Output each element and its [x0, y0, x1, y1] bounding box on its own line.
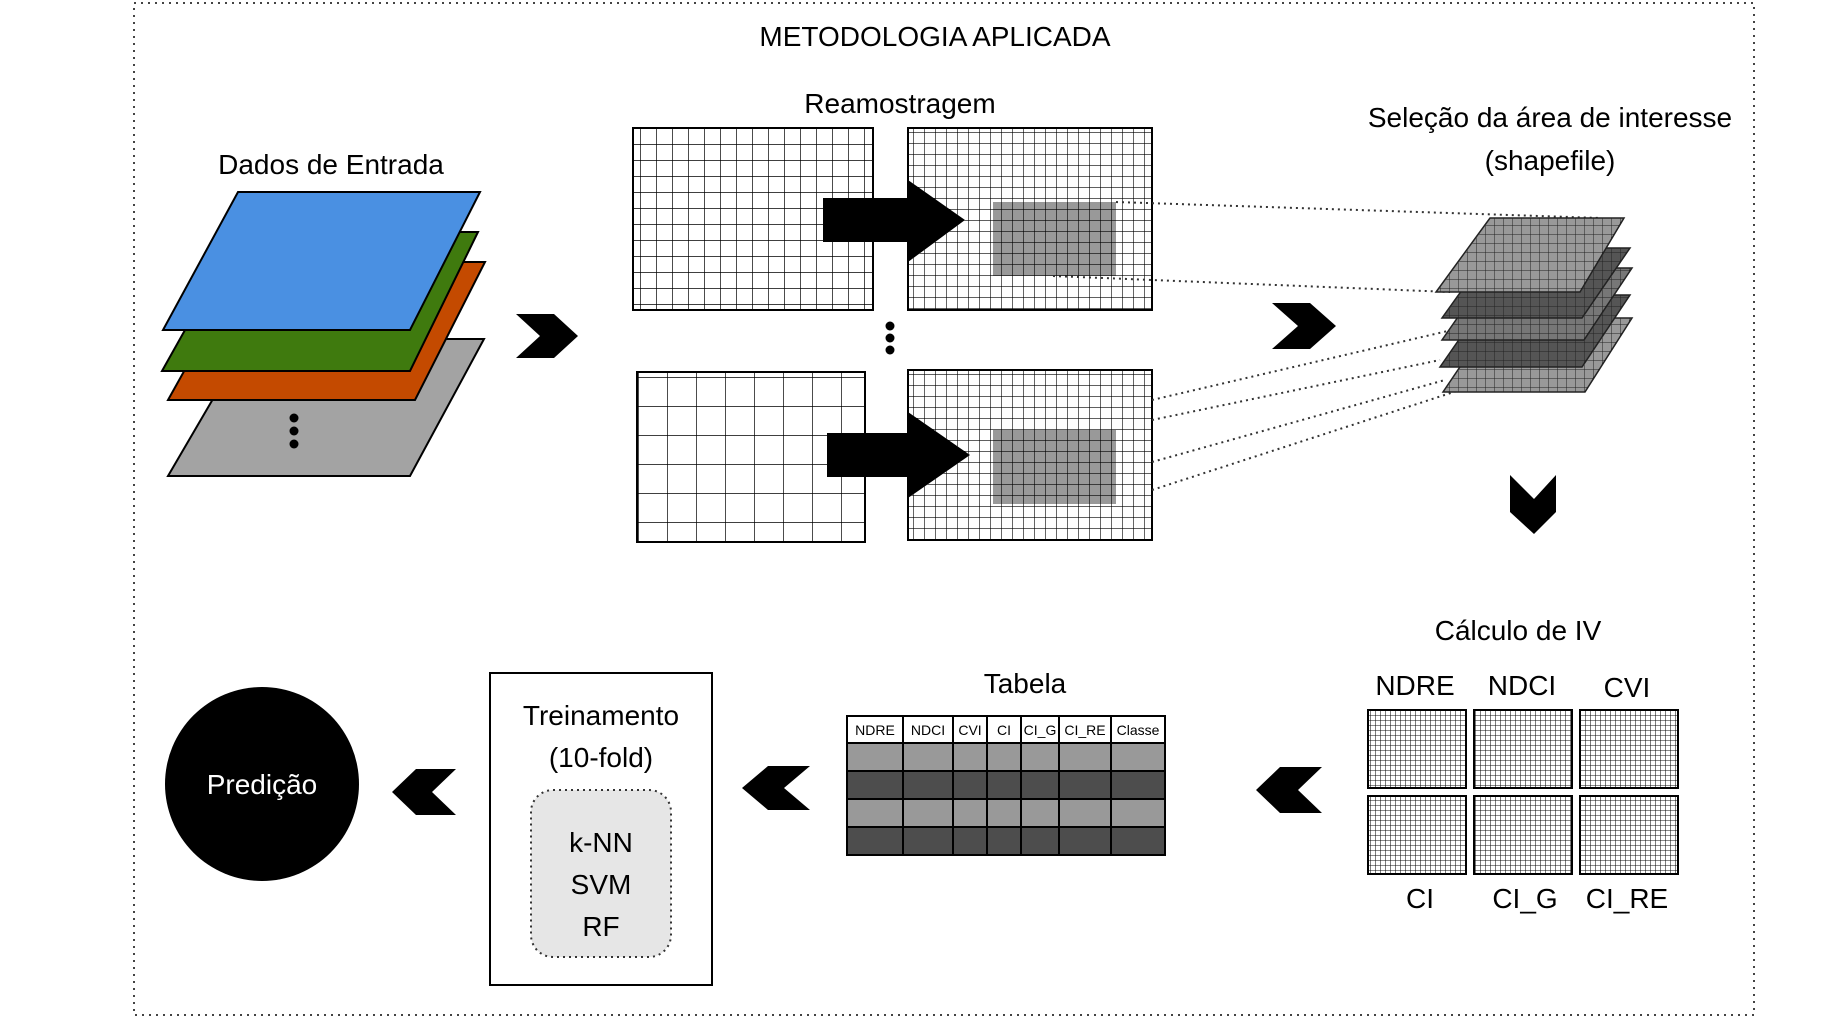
table-cell — [1110, 826, 1166, 856]
vi-index-cvi: CVI — [1604, 672, 1651, 703]
resampling-label: Reamostragem — [804, 88, 995, 119]
vi-index-ci-g: CI_G — [1492, 883, 1557, 914]
table-header-label: NDRE — [855, 722, 895, 738]
vi-index-ci-re: CI_RE — [1586, 883, 1668, 914]
chevron-right-icon — [1272, 303, 1336, 349]
vi-grids — [1367, 709, 1679, 875]
table-cell — [902, 798, 954, 828]
vertical-ellipsis-icon — [885, 321, 895, 355]
block-arrow-right-icon — [823, 180, 965, 262]
table-cell — [902, 770, 954, 800]
table-header-cell — [1020, 715, 1060, 744]
table-cell — [1110, 770, 1166, 800]
table-header-cell — [1110, 715, 1166, 744]
grid-bottom-resampled — [907, 369, 1153, 541]
table-cell — [1058, 742, 1112, 772]
training-label-line2: (10-fold) — [549, 742, 653, 773]
input-layers — [160, 191, 487, 477]
table-cell — [952, 826, 988, 856]
table-cell — [1058, 826, 1112, 856]
table-cell — [952, 770, 988, 800]
model-svm: SVM — [571, 869, 632, 900]
table-cell — [986, 742, 1022, 772]
model-rf: RF — [582, 911, 619, 942]
diagram-title: METODOLOGIA APLICADA — [759, 21, 1110, 52]
chevron-left-icon — [392, 769, 456, 815]
table-header-label: Classe — [1117, 722, 1160, 738]
chevron-right-icon — [516, 314, 578, 358]
table-cell — [846, 826, 904, 856]
table-cell — [952, 742, 988, 772]
layer-blue — [161, 191, 482, 331]
table-cell — [1110, 742, 1166, 772]
table-cell — [1058, 770, 1112, 800]
table-cell — [846, 798, 904, 828]
chevron-down-icon — [1510, 475, 1556, 534]
vi-label: Cálculo de IV — [1435, 615, 1602, 646]
input-label: Dados de Entrada — [218, 149, 444, 180]
block-arrow-right-icon — [827, 412, 970, 498]
table-header-label: CI_RE — [1064, 722, 1105, 738]
table-cell — [902, 742, 954, 772]
vertical-ellipsis-icon — [289, 413, 299, 449]
feature-table: NDRE NDCI CVI CI CI_G CI_RE Classe — [846, 715, 1166, 856]
aoi-stack — [1434, 217, 1634, 393]
table-cell — [1020, 826, 1060, 856]
model-knn: k-NN — [569, 827, 633, 858]
table-cell — [1020, 742, 1060, 772]
models-box — [530, 789, 672, 958]
table-header-label: CI — [997, 722, 1011, 738]
table-header-label: CVI — [958, 722, 981, 738]
projection-lines — [1052, 201, 1601, 491]
table-cell — [986, 798, 1022, 828]
prediction-label: Predição — [207, 769, 318, 800]
vi-index-ndre: NDRE — [1375, 670, 1454, 701]
table-cell — [902, 826, 954, 856]
aoi-label-line1: Seleção da área de interesse — [1368, 102, 1732, 133]
aoi-label-line2: (shapefile) — [1485, 145, 1616, 176]
table-cell — [1110, 798, 1166, 828]
vi-index-ndci: NDCI — [1488, 670, 1556, 701]
prediction-node — [165, 687, 359, 881]
table-cell — [986, 826, 1022, 856]
table-label: Tabela — [984, 668, 1067, 699]
training-label-line1: Treinamento — [523, 700, 679, 731]
chevron-left-icon — [742, 766, 810, 810]
chevron-left-icon — [1256, 767, 1322, 813]
table-cell — [1020, 798, 1060, 828]
table-cell — [952, 798, 988, 828]
table-header-label: CI_G — [1024, 722, 1057, 738]
table-cell — [1020, 770, 1060, 800]
vi-index-ci: CI — [1406, 883, 1434, 914]
table-cell — [986, 770, 1022, 800]
table-header-cell — [846, 715, 904, 744]
table-cell — [846, 742, 904, 772]
table-header-cell — [902, 715, 954, 744]
table-header-label: NDCI — [911, 722, 945, 738]
table-cell — [846, 770, 904, 800]
table-cell — [1058, 798, 1112, 828]
